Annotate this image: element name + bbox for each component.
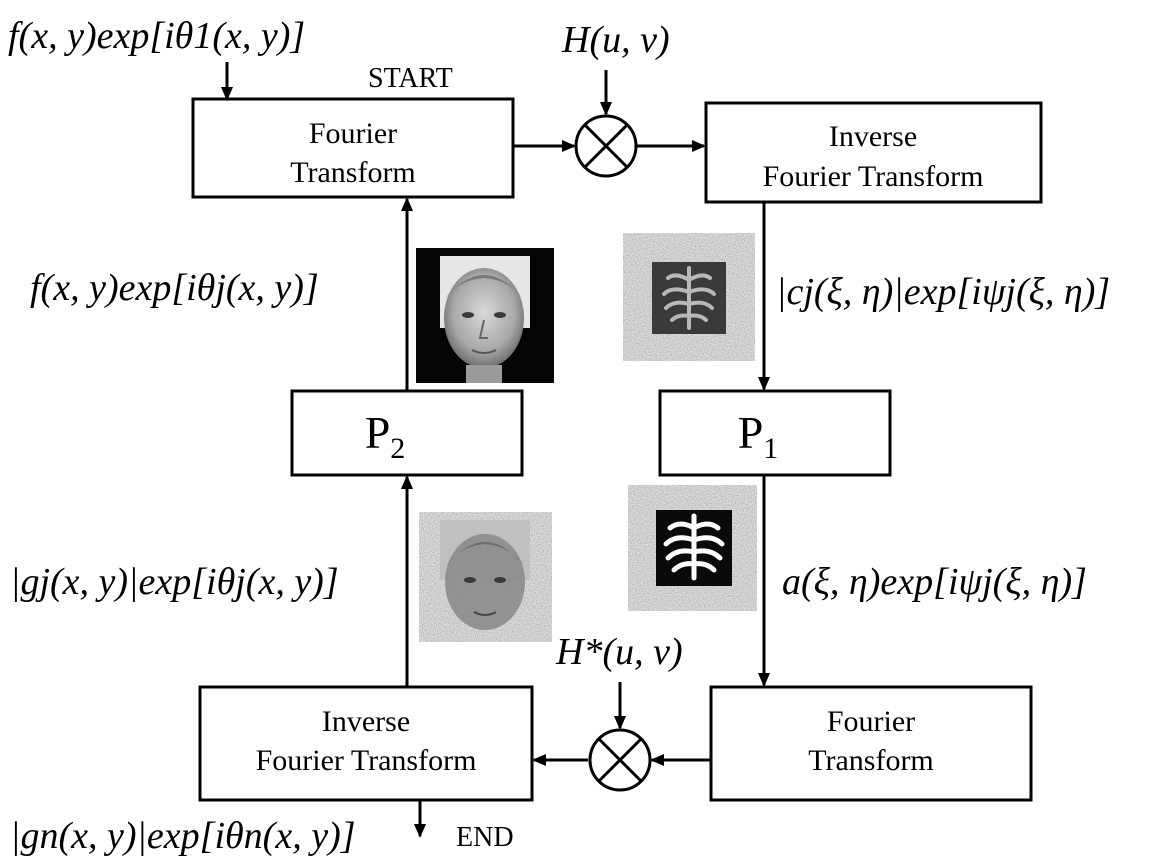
inverse-fourier-transform-bottom-box: Inverse Fourier Transform [198, 685, 534, 802]
p1-box: P1 [658, 389, 892, 477]
cj-expression: |cj(ξ, η)|exp[iψj(ξ, η)] [776, 271, 1110, 313]
ft-top-line1: Fourier [309, 117, 397, 150]
ift-bottom-line1: Inverse [322, 705, 410, 738]
face-photo-top [416, 248, 554, 383]
p1-subscript: 1 [763, 432, 778, 465]
multiply-node-bottom [588, 728, 652, 792]
svg-text:P1: P1 [738, 407, 779, 465]
start-label: START [368, 63, 453, 94]
end-label: END [456, 822, 514, 853]
ft-bottom-line1: Fourier [827, 705, 915, 738]
a-expression: a(ξ, η)exp[iψj(ξ, η)] [782, 561, 1087, 603]
ft-top-line2: Transform [290, 156, 416, 189]
p2-box: P2 [290, 389, 524, 477]
fourier-transform-bottom-box: Fourier Transform [709, 685, 1033, 802]
p2-subscript: 2 [390, 432, 405, 465]
loop-f-expression: f(x, y)exp[iθj(x, y)] [30, 267, 319, 309]
leaf-pattern-bottom [628, 485, 757, 611]
inverse-fourier-transform-top-box: Inverse Fourier Transform [704, 101, 1043, 204]
p1-label: P [738, 407, 764, 458]
conj-filter-label: H*(u, v) [555, 631, 683, 673]
flow-arrows [221, 62, 770, 838]
ift-top-line1: Inverse [829, 120, 917, 153]
p2-label: P [365, 407, 391, 458]
leaf-pattern-top [623, 233, 755, 361]
face-photo-bottom [419, 512, 552, 642]
gj-expression: |gj(x, y)|exp[iθj(x, y)] [10, 561, 339, 603]
input-expression: f(x, y)exp[iθ1(x, y)] [8, 15, 305, 57]
svg-text:P2: P2 [365, 407, 406, 465]
ift-bottom-line2: Fourier Transform [256, 744, 477, 777]
filter-label: H(u, v) [561, 19, 670, 61]
ft-bottom-line2: Transform [808, 744, 934, 777]
gn-expression: |gn(x, y)|exp[iθn(x, y)] [10, 815, 356, 857]
ift-top-line2: Fourier Transform [763, 160, 984, 193]
multiply-node-top [574, 114, 638, 178]
fourier-transform-top-box: Fourier Transform [191, 97, 515, 199]
